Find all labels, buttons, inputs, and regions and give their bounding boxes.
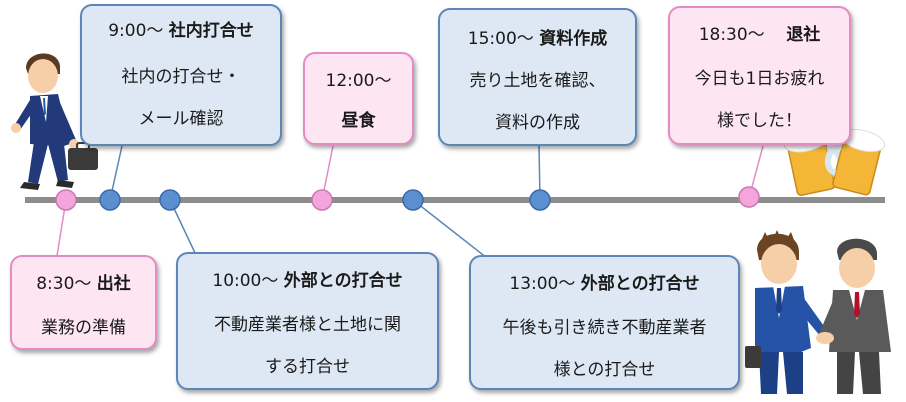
event-card-0900: 9:00～ 社内打合せ 社内の打合せ・ メール確認	[80, 4, 282, 146]
dot-e1200	[311, 189, 333, 211]
dot-e0830	[55, 189, 77, 211]
event-time: 18:30～	[698, 25, 765, 45]
event-title: 社内打合せ	[168, 21, 254, 41]
dot-e1300	[402, 189, 424, 211]
event-card-1500: 15:00～ 資料作成 売り土地を確認、 資料の作成	[438, 8, 637, 146]
event-card-1000: 10:00～ 外部との打合せ 不動産業者様と土地に関 する打合せ	[176, 252, 439, 390]
dot-e1500	[529, 189, 551, 211]
event-body-line: 社内の打合せ・	[121, 67, 241, 87]
event-title: 出社	[96, 274, 131, 294]
event-body-line: 資料の作成	[495, 113, 580, 133]
event-time: 15:00～	[467, 29, 534, 49]
event-card-1300: 13:00～ 外部との打合せ 午後も引き続き不動産業者 様との打合せ	[469, 255, 740, 390]
event-body-line: 様でした！	[717, 111, 802, 131]
event-title: 昼食	[341, 111, 376, 131]
event-time: 9:00～	[108, 21, 164, 41]
event-body-line: 不動産業者様と土地に関	[214, 315, 401, 335]
event-body-line: 売り土地を確認、	[469, 71, 606, 91]
handshake-icon	[745, 230, 891, 394]
walking-businessman-icon	[11, 53, 98, 190]
dot-e0900	[99, 189, 121, 211]
event-title: 退社	[786, 25, 821, 45]
beer-toast-icon	[783, 121, 886, 196]
event-body-line: 午後も引き続き不動産業者	[502, 318, 707, 338]
dot-e1830	[738, 186, 760, 208]
event-time: 8:30～	[36, 274, 92, 294]
event-body-line: 業務の準備	[41, 318, 126, 338]
event-body-line: する打合せ	[265, 357, 350, 377]
event-card-1200: 12:00～ 昼食	[303, 52, 414, 145]
event-title: 外部との打合せ	[580, 274, 700, 294]
event-card-1830: 18:30～ 退社 今日も1日お疲れ 様でした！	[668, 6, 851, 145]
event-body-line: 今日も1日お疲れ	[694, 69, 825, 89]
event-time: 12:00～	[325, 71, 392, 91]
event-body-line: メール確認	[138, 109, 224, 129]
connector-e1300	[412, 199, 488, 259]
event-title: 資料作成	[539, 29, 608, 49]
event-time: 10:00～	[212, 271, 279, 291]
event-body-line: 様との打合せ	[553, 360, 656, 380]
event-card-0830: 8:30～ 出社 業務の準備	[10, 255, 157, 350]
event-title: 外部との打合せ	[283, 271, 403, 291]
event-time: 13:00～	[509, 274, 576, 294]
dot-e1000	[159, 189, 181, 211]
